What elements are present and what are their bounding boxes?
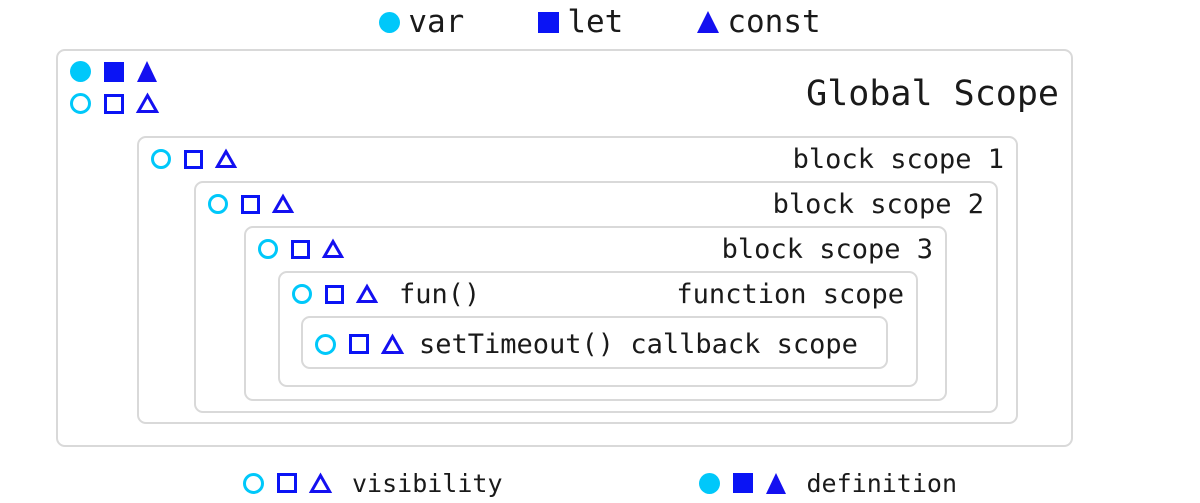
legend-entry-let: let <box>538 3 624 40</box>
hollow-circle-icon <box>258 239 278 259</box>
filled-square-icon <box>732 473 753 493</box>
hollow-triangle-icon <box>321 238 345 258</box>
legend-entry-var: var <box>379 3 465 40</box>
scope-header-function: fun() function scope <box>292 278 904 310</box>
function-visibility-markers <box>292 283 379 304</box>
hollow-triangle-icon <box>380 332 405 354</box>
bottom-legend: visibility definition <box>0 463 1200 503</box>
legend-entry-definition: definition <box>698 468 958 498</box>
scope-label-block-2: block scope 2 <box>772 188 984 220</box>
hollow-square-icon <box>349 334 369 354</box>
callback-visibility-markers <box>315 332 405 355</box>
legend-label-const: const <box>727 3 821 40</box>
global-definition-markers <box>70 61 157 82</box>
scope-function[interactable]: fun() function scope <box>278 271 918 387</box>
scope-header-callback: setTimeout() callback scope <box>315 328 874 360</box>
hollow-square-icon <box>241 194 260 214</box>
scope-block-2[interactable]: block scope 2 block scope 3 <box>194 181 998 413</box>
legend-entry-visibility: visibility <box>242 468 503 498</box>
scope-header-block-3: block scope 3 <box>258 233 933 265</box>
global-visibility-markers <box>70 92 160 114</box>
scope-block-3[interactable]: block scope 3 fun() function scop <box>244 226 947 401</box>
filled-triangle-icon <box>765 472 786 494</box>
hollow-triangle-icon <box>355 283 379 303</box>
filled-circle-icon <box>698 472 720 494</box>
hollow-circle-icon <box>315 333 336 355</box>
scope-label-callback: setTimeout() callback scope <box>419 328 858 360</box>
block-3-visibility-markers <box>258 238 345 259</box>
hollow-circle-icon <box>292 284 312 304</box>
filled-circle-icon <box>70 61 91 82</box>
legend-label-visibility: visibility <box>351 468 503 498</box>
block-1-visibility-markers <box>151 148 238 169</box>
filled-square-icon <box>538 11 560 33</box>
filled-triangle-icon <box>137 61 157 82</box>
scope-callback[interactable]: setTimeout() callback scope <box>301 316 888 369</box>
scope-global[interactable]: Global Scope block scope 1 <box>56 49 1073 447</box>
scope-header-block-1: block scope 1 <box>151 143 1004 175</box>
function-call-label: fun() <box>399 278 481 310</box>
scope-label-block-3: block scope 3 <box>721 233 933 265</box>
legend-entry-const: const <box>697 3 821 40</box>
scope-header-block-2: block scope 2 <box>208 188 984 220</box>
hollow-square-icon <box>276 473 297 493</box>
scope-label-function: function scope <box>676 278 904 310</box>
legend-label-let: let <box>567 3 624 40</box>
hollow-circle-icon <box>208 194 228 214</box>
block-2-visibility-markers <box>208 193 295 214</box>
hollow-circle-icon <box>70 93 91 114</box>
scope-label-global: Global Scope <box>806 74 1059 114</box>
legend-label-var: var <box>408 3 465 40</box>
filled-circle-icon <box>379 11 401 33</box>
hollow-square-icon <box>104 93 124 114</box>
hollow-triangle-icon <box>135 92 160 113</box>
scope-label-block-1: block scope 1 <box>792 143 1004 175</box>
scope-block-1[interactable]: block scope 1 block scope 2 <box>137 136 1018 424</box>
hollow-circle-icon <box>151 149 171 169</box>
top-legend: var let const <box>0 0 1200 44</box>
hollow-circle-icon <box>242 472 264 494</box>
legend-label-definition: definition <box>806 468 958 498</box>
filled-triangle-icon <box>697 11 720 33</box>
hollow-triangle-icon <box>271 193 295 213</box>
hollow-square-icon <box>184 149 203 169</box>
hollow-square-icon <box>291 239 310 259</box>
hollow-triangle-icon <box>214 148 238 168</box>
filled-square-icon <box>104 61 124 82</box>
hollow-square-icon <box>325 284 344 304</box>
hollow-triangle-icon <box>308 471 333 493</box>
